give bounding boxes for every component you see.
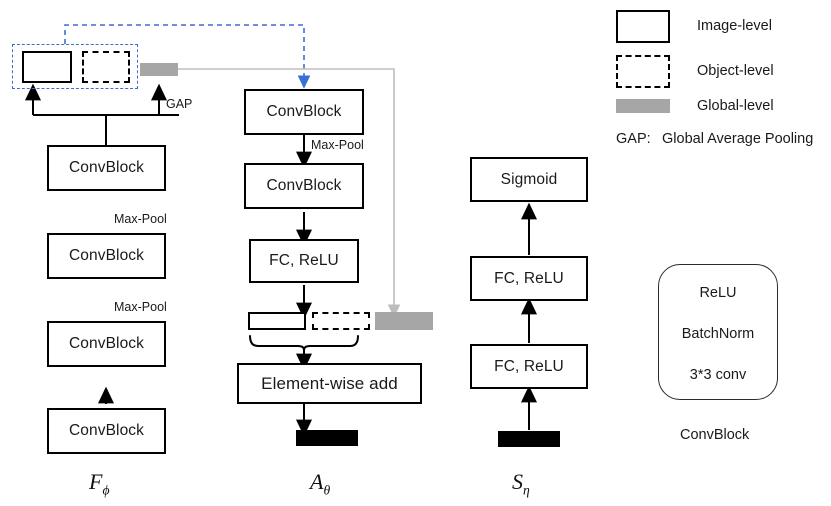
f-edge-label-maxpool-lower: Max-Pool <box>114 300 167 314</box>
a-fusion-global-level-bar <box>375 312 433 330</box>
legend-swatch-image-level <box>616 10 670 43</box>
a-element-wise-add: Element-wise add <box>237 363 422 404</box>
a-fc-relu: FC, ReLU <box>249 239 359 283</box>
s-branch-symbol-letter: S <box>512 469 523 494</box>
f-conv-block-2: ConvBlock <box>47 321 166 367</box>
gap-edge-label: GAP <box>166 97 193 111</box>
a-branch-symbol: Aθ <box>310 469 330 498</box>
convblock-detail-batchnorm: BatchNorm <box>681 326 755 342</box>
legend-swatch-object-level <box>616 55 670 88</box>
s-branch-symbol: Sη <box>512 469 530 498</box>
f-conv-block-1: ConvBlock <box>47 408 166 454</box>
f-branch-symbol-letter: F <box>89 469 103 494</box>
f-output-global-level-bar <box>140 63 178 76</box>
s-fc-relu-1: FC, ReLU <box>470 344 588 389</box>
convblock-detail-box <box>658 264 778 400</box>
convblock-detail-conv: 3*3 conv <box>689 367 747 383</box>
s-branch-symbol-sub: η <box>523 482 530 498</box>
s-sigmoid: Sigmoid <box>470 157 588 202</box>
a-output-fused-bar <box>296 430 358 446</box>
f-edge-label-maxpool-upper: Max-Pool <box>114 212 167 226</box>
legend-label-object-level: Object-level <box>697 63 774 79</box>
a-conv-block-2: ConvBlock <box>244 163 364 209</box>
a-fusion-object-level-bar <box>312 312 370 330</box>
s-fc-relu-2: FC, ReLU <box>470 256 588 301</box>
a-fusion-image-level-bar <box>248 312 306 330</box>
s-input-fused-bar <box>498 431 560 447</box>
f-output-image-level-box <box>22 51 72 83</box>
legend-label-image-level: Image-level <box>697 18 772 34</box>
convblock-detail-relu: ReLU <box>699 285 737 301</box>
a-edge-label-maxpool: Max-Pool <box>311 138 364 152</box>
legend-swatch-global-level <box>616 99 670 113</box>
f-conv-block-4: ConvBlock <box>47 145 166 191</box>
convblock-detail-caption: ConvBlock <box>680 427 750 443</box>
f-output-object-level-box <box>82 51 130 83</box>
f-branch-symbol: Fϕ <box>89 469 110 498</box>
image-object-group-box <box>12 44 138 89</box>
legend-gap-abbrev: GAP: <box>616 131 651 147</box>
f-branch-symbol-sub: ϕ <box>102 482 110 498</box>
a-conv-block-1: ConvBlock <box>244 89 364 135</box>
f-conv-block-3: ConvBlock <box>47 233 166 279</box>
a-branch-symbol-letter: A <box>310 469 324 494</box>
legend-label-global-level: Global-level <box>697 98 774 114</box>
a-branch-symbol-sub: θ <box>323 482 331 498</box>
legend-gap-meaning: Global Average Pooling <box>662 131 814 147</box>
